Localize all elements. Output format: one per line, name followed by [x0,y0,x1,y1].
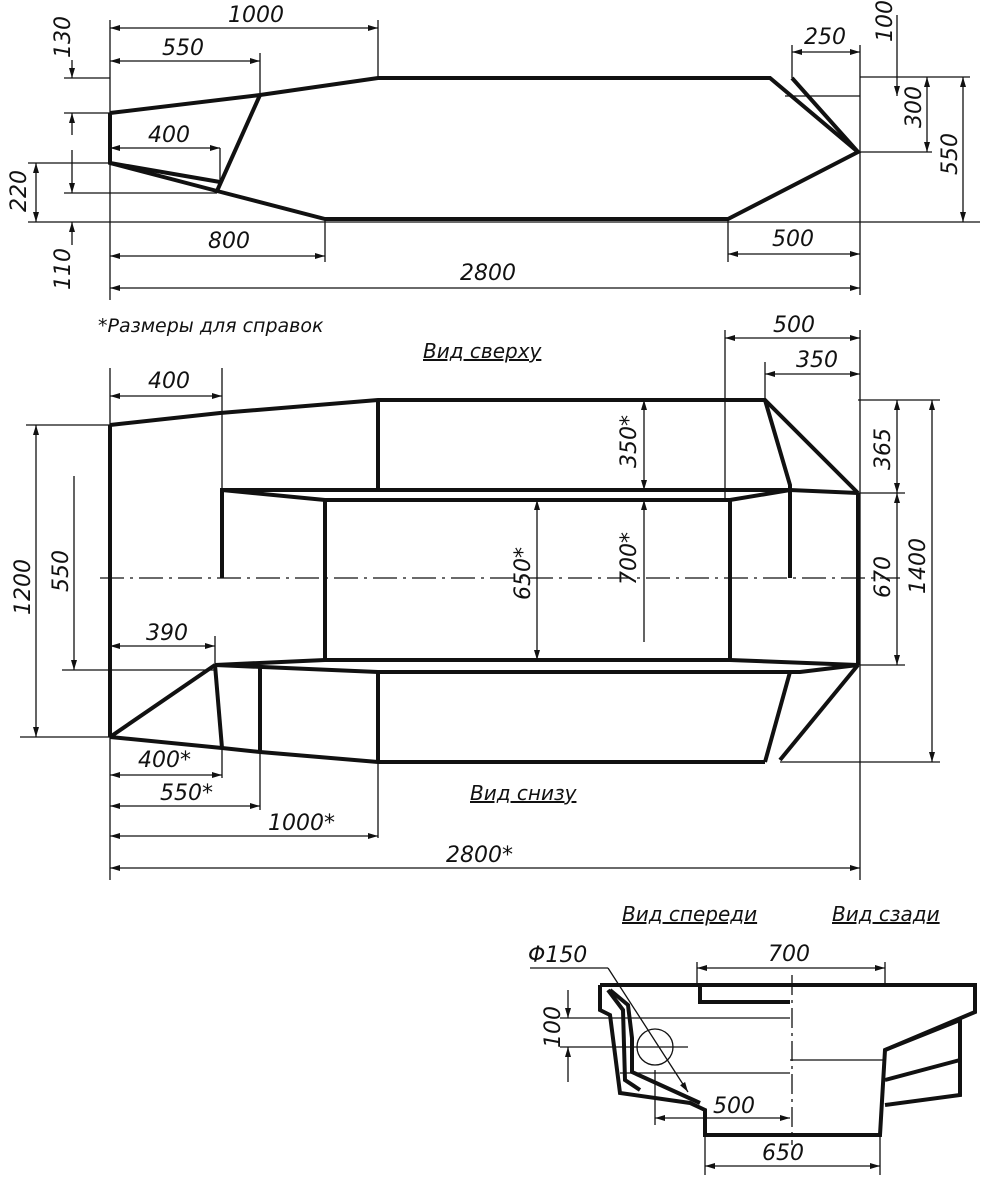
dim-700: 700 [768,942,810,967]
dim-550: 550 [162,36,204,61]
dim-350-ref: 350* [617,415,642,468]
view-title-rear: Вид сзади [832,902,940,926]
dim-500: 500 [772,227,814,252]
dim-1400: 1400 [906,538,931,594]
side-hull-outline [108,76,862,221]
dim-100: 100 [541,1006,566,1048]
dim-650-ref: 650* [511,547,536,600]
plan-view: 400 500 350 390 400* 550* 1000* 2800* 12… [11,313,940,880]
bow-inner-line [109,161,221,184]
end-views: Вид спереди Вид сзади Φ150 700 100 500 [528,902,977,1175]
view-title-front: Вид спереди [622,902,757,926]
dim-700-ref: 700* [617,532,642,585]
dim-390: 390 [146,621,188,646]
stern-inner-line [790,76,860,154]
side-view: 1000 550 400 800 2800 250 500 130 220 11… [7,0,980,337]
view-title-bottom: Вид снизу [470,781,578,805]
dim-670: 670 [871,556,896,598]
dim-130: 130 [51,16,76,58]
dim-400: 400 [148,123,190,148]
end-view-outline [598,983,977,1137]
dim-500: 500 [773,313,815,338]
dim-phi150: Φ150 [528,943,587,968]
view-title-top: Вид сверху [423,339,543,363]
reference-dimensions-note: *Размеры для справок [98,315,324,337]
dim-110: 110 [51,248,76,290]
dim-550-ref: 550* [160,781,213,806]
dim-250: 250 [804,25,846,50]
dim-550-vertical: 550 [49,550,74,592]
dim-1000: 1000 [228,3,284,28]
dim-800: 800 [208,229,250,254]
dim-1000-ref: 1000* [268,811,335,836]
dim-650: 650 [762,1141,804,1166]
dim-350: 350 [796,348,838,373]
dim-365: 365 [871,428,896,470]
dim-100: 100 [873,0,898,42]
dim-400-ref: 400* [138,748,191,773]
dim-550-vertical: 550 [938,133,963,175]
dim-1200: 1200 [11,559,36,615]
dim-500: 500 [713,1094,755,1119]
bow-chine-line [215,94,262,192]
dim-220: 220 [7,170,32,212]
dim-300: 300 [902,86,927,128]
dim-2800: 2800 [460,261,516,286]
dim-2800-ref: 2800* [446,843,513,868]
dim-400: 400 [148,369,190,394]
